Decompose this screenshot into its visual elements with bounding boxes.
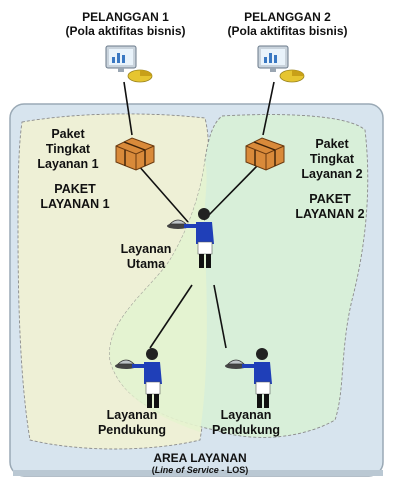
customer-1-title: PELANGGAN 1 [82, 10, 169, 24]
connectors [123, 81, 275, 349]
connector-customer1-sla1 [123, 81, 133, 136]
sla-package-2-line2: Tingkat [309, 151, 355, 166]
service-package-2-line2: LAYANAN 2 [295, 206, 365, 221]
service-package-2-line1: PAKET [309, 192, 351, 206]
service-area-open-paren: ( [151, 465, 155, 476]
customer-2-computer-icon [257, 45, 305, 83]
service-area-subtitle: (Line of Service - LOS) [110, 465, 290, 476]
service-area-title: AREA LAYANAN [153, 451, 247, 465]
support-service-1-line1: Layanan [106, 408, 158, 422]
service-package-1-line1: PAKET [54, 182, 96, 196]
sla-package-1-line1: Paket [51, 127, 85, 141]
support-service-1-label: Layanan Pendukung [92, 408, 172, 438]
customer-2-label: PELANGGAN 2 (Pola aktifitas bisnis) [200, 10, 375, 38]
customer-1-label: PELANGGAN 1 (Pola aktifitas bisnis) [38, 10, 213, 38]
support-service-2-label: Layanan Pendukung [206, 408, 286, 438]
service-package-1-label: PAKET LAYANAN 1 [30, 182, 120, 212]
service-area-close-paren: ) [245, 465, 249, 476]
support-service-1-line2: Pendukung [97, 422, 167, 437]
sla-package-2-line3: Layanan 2 [301, 166, 363, 181]
service-area-subtitle-suffix: - LOS [218, 465, 246, 476]
sla-package-2-label: Paket Tingkat Layanan 2 [290, 137, 374, 181]
connector-main-support2 [213, 284, 227, 349]
sla-package-1-line2: Tingkat [45, 141, 91, 156]
connector-sla2-main [203, 164, 259, 221]
sla-package-1-line3: Layanan 1 [37, 156, 99, 171]
service-area-shadow [13, 470, 383, 476]
main-service-line2: Utama [126, 256, 166, 271]
sla-package-1-icon [115, 137, 155, 171]
support-service-1-waiter-icon [115, 348, 162, 408]
connector-main-support1 [149, 284, 193, 349]
customer-1-subtitle: (Pola aktifitas bisnis) [65, 24, 186, 39]
customer-2-title: PELANGGAN 2 [244, 10, 331, 24]
main-service-label: Layanan Utama [106, 242, 186, 272]
main-service-line1: Layanan [120, 242, 172, 256]
service-area-subtitle-italic: Line of Service [154, 465, 219, 476]
main-service-waiter-icon [167, 208, 214, 268]
service-area-label: AREA LAYANAN (Line of Service - LOS) [110, 451, 290, 476]
support-service-2-line1: Layanan [220, 408, 272, 422]
sla-package-2-icon [245, 137, 285, 171]
service-package-2-label: PAKET LAYANAN 2 [285, 192, 375, 222]
customer-1-computer-icon [105, 45, 153, 83]
sla-package-2-line1: Paket [315, 137, 349, 151]
support-service-2-waiter-icon [225, 348, 272, 408]
support-service-2-line2: Pendukung [211, 422, 281, 437]
customer-2-subtitle: (Pola aktifitas bisnis) [227, 24, 348, 39]
sla-package-1-label: Paket Tingkat Layanan 1 [26, 127, 110, 171]
service-package-1-line2: LAYANAN 1 [40, 196, 110, 211]
connector-customer2-sla2 [262, 81, 275, 136]
connector-sla1-main [137, 164, 189, 223]
